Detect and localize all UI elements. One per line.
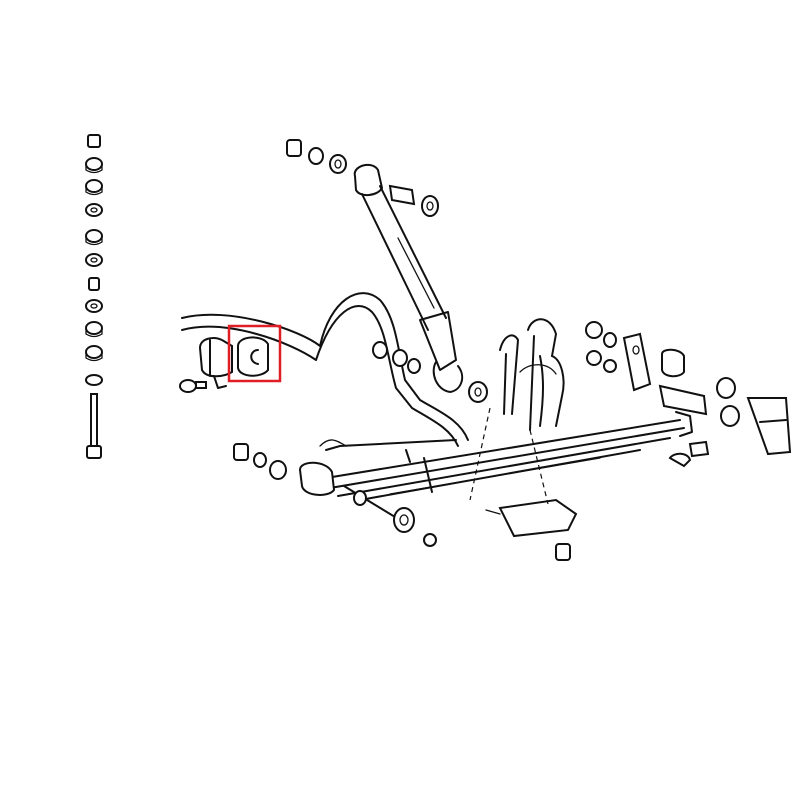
stack-washer-2 xyxy=(85,253,103,267)
u-bolts xyxy=(499,318,565,431)
stabilizer-bar-bushing xyxy=(237,336,269,377)
stabilizer-link-hardware-stack xyxy=(85,134,103,459)
stabilizer-bar-clamp xyxy=(198,337,233,389)
spring-front-bolt xyxy=(343,485,437,547)
stack-washer-4 xyxy=(85,374,103,386)
shock-bottom-hardware xyxy=(372,341,488,403)
rear-shackle-assembly xyxy=(585,321,792,468)
shock-absorber xyxy=(353,163,464,393)
leaf-spring xyxy=(325,411,693,501)
spring-pad-plate xyxy=(485,498,578,561)
stack-washer-1 xyxy=(85,203,103,217)
stack-bushing-4 xyxy=(85,321,103,338)
stack-bushing-3 xyxy=(85,229,103,246)
stack-bushing-5 xyxy=(85,345,103,362)
highlight-box xyxy=(227,324,282,383)
leader-line-plate xyxy=(529,429,549,505)
stack-nut-top xyxy=(87,134,101,148)
spring-front-eye xyxy=(233,443,336,496)
stack-bushing-2 xyxy=(85,179,103,196)
stack-washer-3 xyxy=(85,299,103,313)
stack-sleeve xyxy=(88,277,100,291)
stack-long-bolt xyxy=(86,393,102,459)
shock-top-hardware xyxy=(286,139,439,217)
clamp-bolt xyxy=(179,379,207,393)
leader-line-center xyxy=(469,407,491,501)
stack-bushing-1 xyxy=(85,157,103,174)
